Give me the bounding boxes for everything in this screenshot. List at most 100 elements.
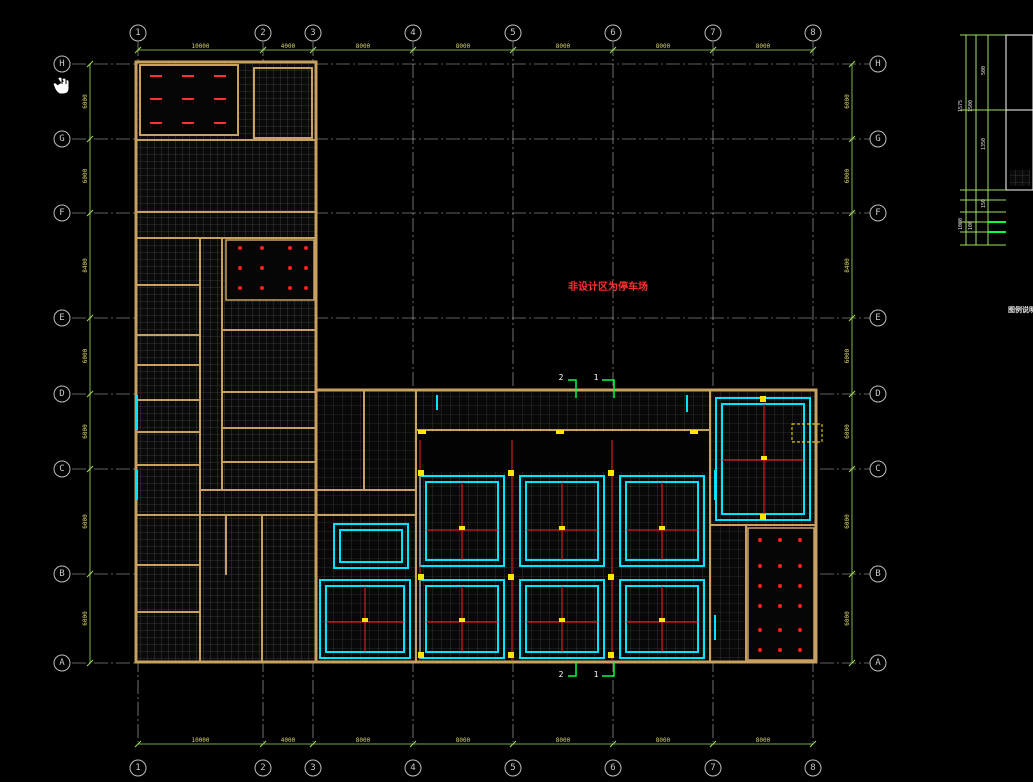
dimension-chains: 10000 4000 8000 8000 8000 8000 8000 10000 4000 80… bbox=[82, 43, 856, 748]
axis-bubble-col bbox=[704, 24, 722, 42]
axis-label-col: 1 bbox=[135, 28, 140, 38]
dim-label-row: 6000 bbox=[844, 348, 851, 363]
dim-label-row: 6000 bbox=[82, 168, 89, 183]
axis-bubble-row bbox=[53, 565, 71, 583]
dim-label-row: 6000 bbox=[82, 348, 89, 363]
side-label-6: 100 bbox=[968, 221, 974, 230]
dim-label-row: 6000 bbox=[82, 514, 89, 529]
axis-bubble-row bbox=[869, 654, 887, 672]
axis-label-row: E bbox=[875, 313, 880, 323]
axis-label-col: 3 bbox=[310, 28, 315, 38]
axis-bubble-row bbox=[869, 565, 887, 583]
axis-label-col: 4 bbox=[410, 28, 415, 38]
axis-label-col: 2 bbox=[260, 28, 265, 38]
axis-bubble-row bbox=[53, 309, 71, 327]
axis-label-col: 7 bbox=[710, 28, 715, 38]
axis-label-row: D bbox=[59, 389, 64, 399]
side-label-3: 500 bbox=[981, 66, 987, 75]
side-label-5: 150 bbox=[981, 199, 987, 208]
dim-label-col: 8000 bbox=[456, 737, 471, 744]
axis-bubble-col bbox=[129, 759, 147, 777]
axis-bubble-col bbox=[254, 24, 272, 42]
axis-bubble-row bbox=[869, 385, 887, 403]
axis-bubble-row bbox=[869, 204, 887, 222]
axis-label-col: 5 bbox=[510, 28, 515, 38]
plan-note: 非设计区为停车场 bbox=[568, 280, 648, 293]
dim-label-row: 6000 bbox=[82, 424, 89, 439]
dim-label-col: 8000 bbox=[356, 737, 371, 744]
dim-label-col: 8000 bbox=[756, 43, 771, 50]
dim-label-row: 6000 bbox=[844, 94, 851, 109]
axis-label-col: 4 bbox=[410, 763, 415, 773]
axis-bubble-row bbox=[869, 460, 887, 478]
axis-label-row: C bbox=[59, 464, 64, 474]
dim-label-row: 8400 bbox=[82, 258, 89, 273]
axis-bubble-col bbox=[404, 24, 422, 42]
axis-label-row: B bbox=[59, 569, 64, 579]
axis-bubble-col bbox=[304, 24, 322, 42]
section-marks bbox=[568, 379, 615, 677]
dim-label-row: 6000 bbox=[844, 168, 851, 183]
axis-bubble-row bbox=[53, 130, 71, 148]
dim-label-row: 8400 bbox=[844, 258, 851, 273]
axis-bubble-col bbox=[804, 24, 822, 42]
axis-bubble-col bbox=[304, 759, 322, 777]
axis-bubble-row bbox=[869, 309, 887, 327]
axis-label-col: 7 bbox=[710, 763, 715, 773]
legend-label: 图例说明 bbox=[1008, 305, 1033, 314]
axis-label-row: B bbox=[875, 569, 880, 579]
dim-label-row: 6000 bbox=[82, 611, 89, 626]
hand-cursor-icon bbox=[52, 74, 70, 95]
axis-label-row: D bbox=[875, 389, 880, 399]
axis-bubble-row bbox=[869, 55, 887, 73]
axis-label-row: A bbox=[59, 658, 65, 668]
section-mark-bottom-1: 2 bbox=[559, 670, 564, 679]
section-mark-bottom-2: 1 bbox=[594, 670, 599, 679]
axis-label-col: 3 bbox=[310, 763, 315, 773]
axis-label-row: A bbox=[875, 658, 881, 668]
dim-label-row: 6000 bbox=[844, 611, 851, 626]
axis-bubble-col bbox=[604, 24, 622, 42]
axis-bubble-row bbox=[53, 55, 71, 73]
axis-label-col: 1 bbox=[135, 763, 140, 773]
axis-bubble-col bbox=[604, 759, 622, 777]
axis-label-col: 8 bbox=[810, 28, 815, 38]
axis-label-col: 2 bbox=[260, 763, 265, 773]
axis-bubble-row bbox=[53, 385, 71, 403]
axis-bubble-row bbox=[53, 460, 71, 478]
axis-label-row: G bbox=[875, 134, 880, 144]
axis-label-row: H bbox=[59, 59, 64, 69]
dim-label-col: 8000 bbox=[656, 737, 671, 744]
axis-label-row: H bbox=[875, 59, 880, 69]
axis-bubble-col bbox=[704, 759, 722, 777]
dim-label-row: 6000 bbox=[844, 424, 851, 439]
axis-label-col: 6 bbox=[610, 28, 615, 38]
dim-label-col: 10000 bbox=[191, 737, 209, 744]
section-mark-top-1: 2 bbox=[559, 373, 564, 382]
axis-bubble-col bbox=[254, 759, 272, 777]
axis-label-col: 5 bbox=[510, 763, 515, 773]
dim-label-col: 8000 bbox=[356, 43, 371, 50]
axis-label-row: F bbox=[875, 208, 880, 218]
axis-label-row: F bbox=[59, 208, 64, 218]
axis-bubble-col bbox=[129, 24, 147, 42]
axis-bubble-col bbox=[504, 24, 522, 42]
dim-label-col: 8000 bbox=[656, 43, 671, 50]
side-label-7: 1000 bbox=[958, 218, 964, 230]
dim-label-col: 4000 bbox=[281, 43, 296, 50]
axis-bubble-col bbox=[404, 759, 422, 777]
axis-bubble-row bbox=[53, 204, 71, 222]
side-label-2: 1500 bbox=[968, 100, 974, 112]
dim-label-col: 4000 bbox=[281, 737, 296, 744]
highlight-box bbox=[791, 423, 823, 443]
axis-label-col: 8 bbox=[810, 763, 815, 773]
axis-bubble-col bbox=[804, 759, 822, 777]
side-label-1: 1575 bbox=[958, 100, 964, 112]
dim-label-col: 10000 bbox=[191, 43, 209, 50]
axis-label-row: G bbox=[59, 134, 64, 144]
section-mark-top-2: 1 bbox=[594, 373, 599, 382]
axis-label-row: C bbox=[875, 464, 880, 474]
dim-label-col: 8000 bbox=[556, 43, 571, 50]
